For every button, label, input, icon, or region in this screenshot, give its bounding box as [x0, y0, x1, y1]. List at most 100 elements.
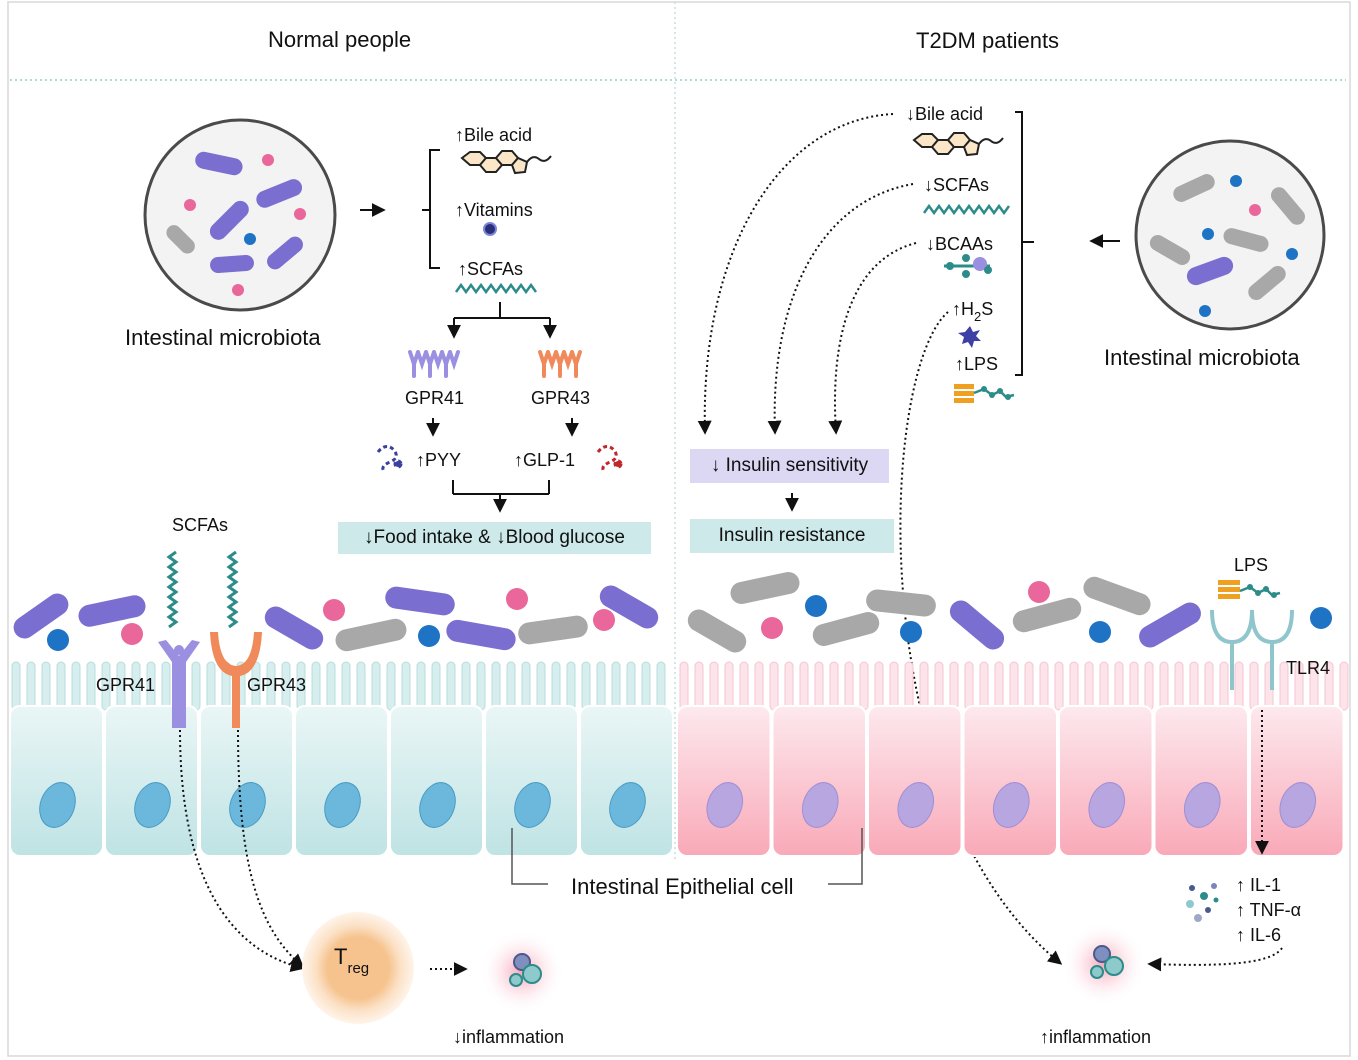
cell-nucleus: [1088, 782, 1126, 828]
microvillus: [416, 661, 426, 711]
microvillus: [1204, 661, 1214, 711]
epithelial-cell: [1249, 705, 1345, 857]
cytokine-il1: ↑ IL-1: [1236, 875, 1282, 895]
epithelial-bracket: [511, 828, 863, 885]
microvillus: [11, 661, 21, 711]
microvillus: [1219, 661, 1229, 711]
epithelial-cell: [1153, 705, 1249, 857]
h2s-prefix: ↑H: [952, 299, 974, 319]
microvillus: [401, 661, 411, 711]
tlr4-receptor: [1210, 609, 1294, 690]
epithelial-cell: [676, 705, 772, 857]
cell-nucleus: [324, 782, 361, 828]
microvillus: [1054, 661, 1064, 711]
left-microbiota-label: Intestinal microbiota: [125, 325, 321, 350]
h2s-icon: [958, 326, 981, 348]
microvillus: [829, 661, 839, 711]
microvillus: [994, 661, 1004, 711]
glp1-peptide-icon: [596, 445, 623, 473]
left-epithelial-cells: [9, 705, 674, 857]
lps-molecule-icon-right: [954, 384, 1015, 403]
epithelial-cell: [9, 705, 104, 857]
microvillus: [1039, 661, 1049, 711]
h2s-suffix: S: [981, 299, 994, 319]
microvillus: [1339, 661, 1349, 711]
microvillus: [1024, 661, 1034, 711]
epithelial-cell: [294, 705, 389, 857]
microvillus: [41, 661, 51, 711]
microvillus: [739, 661, 749, 711]
microvillus: [341, 661, 351, 711]
microvillus: [964, 661, 974, 711]
microvillus: [206, 661, 216, 711]
microvillus: [1129, 661, 1139, 711]
bile-acid-molecule-left: [460, 150, 552, 175]
dotted-arrows-to-treg: [179, 729, 305, 973]
food-intake-text: ↓Food intake & ↓Blood glucose: [364, 527, 625, 548]
pyy-peptide-icon: [376, 445, 403, 473]
microvillus: [386, 661, 396, 711]
microvillus: [596, 661, 606, 711]
left-microbiota-circle: [143, 118, 337, 312]
cytokine-dots-icon: [1186, 883, 1219, 922]
microvillus: [1174, 661, 1184, 711]
microvillus: [1099, 661, 1109, 711]
right-h2s-label: ↑H2S: [952, 299, 994, 323]
microvillus: [724, 661, 734, 711]
microvillus: [859, 661, 869, 711]
microvillus: [1159, 661, 1169, 711]
panel-title-normal: Normal people: [268, 27, 412, 52]
membrane-gpr43-label: GPR43: [247, 675, 307, 695]
right-microbiota-label: Intestinal microbiota: [1104, 345, 1300, 370]
left-bile-acid-label: ↑Bile acid: [455, 125, 533, 145]
left-microvilli: [11, 661, 666, 711]
microvillus: [26, 661, 36, 711]
cell-nucleus: [514, 782, 551, 828]
left-bacteria-layer: [13, 585, 659, 652]
microvillus: [1234, 661, 1244, 711]
microvillus: [431, 661, 441, 711]
left-scfas-label: ↑SCFAs: [458, 259, 524, 279]
microvillus: [1009, 661, 1019, 711]
bile-acid-molecule-right: [912, 132, 1004, 157]
microvillus: [919, 661, 929, 711]
microvillus: [311, 661, 321, 711]
treg-label-main: T: [334, 944, 348, 969]
microvillus: [446, 661, 456, 711]
microvillus: [1249, 661, 1259, 711]
scfa-split-arrows: [447, 302, 557, 339]
bcaa-molecule-icon: [944, 254, 992, 278]
microvillus: [641, 661, 651, 711]
cell-nucleus: [801, 782, 839, 828]
glp1-label: ↑GLP-1: [514, 450, 576, 470]
epithelial-cell-label: Intestinal Epithelial cell: [567, 876, 798, 898]
cell-nucleus: [134, 782, 171, 828]
left-inflammation-label: ↓inflammation: [453, 1027, 565, 1047]
treg-cell: [302, 912, 414, 1024]
microvillus: [949, 661, 959, 711]
inflammation-icon-right: [1062, 922, 1146, 1006]
microvillus: [536, 661, 546, 711]
microvillus: [979, 661, 989, 711]
cytokine-tnfa: ↑ TNF-α: [1236, 900, 1302, 920]
gpr41-membrane-receptor: [158, 640, 200, 728]
microvillus: [551, 661, 561, 711]
microvillus: [71, 661, 81, 711]
gpr41-icon: [408, 350, 460, 378]
microvillus: [769, 661, 779, 711]
microvillus: [784, 661, 794, 711]
microvillus: [904, 661, 914, 711]
microvillus: [506, 661, 516, 711]
right-microbiota-circle: [1134, 139, 1326, 331]
epithelial-cell: [484, 705, 579, 857]
cell-nucleus: [992, 782, 1030, 828]
microvillus: [889, 661, 899, 711]
right-lps-label: ↑LPS: [955, 354, 999, 374]
right-scfas-label: ↓SCFAs: [924, 175, 990, 195]
cell-nucleus: [1183, 782, 1221, 828]
membrane-scfas-label: SCFAs: [172, 515, 229, 535]
microvillus: [656, 661, 666, 711]
epithelial-cell: [104, 705, 199, 857]
vitamin-dot: [483, 222, 497, 236]
